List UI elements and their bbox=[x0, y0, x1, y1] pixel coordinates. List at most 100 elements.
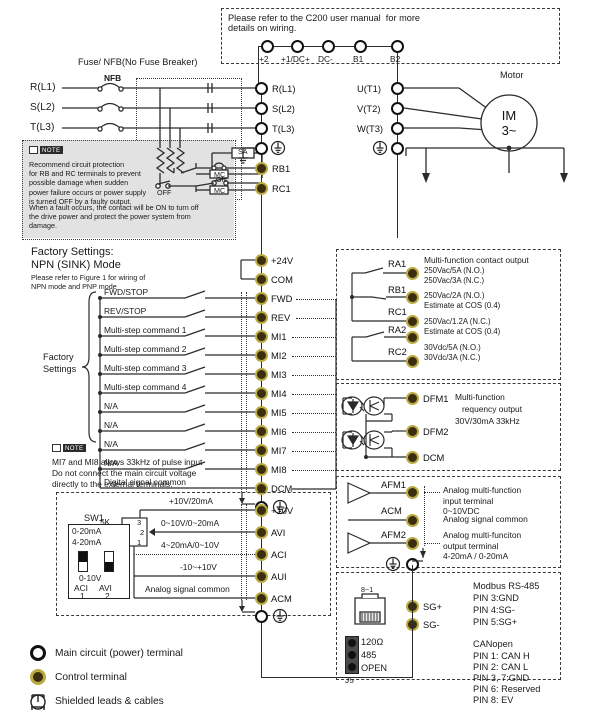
dc-terminal-b1[interactable] bbox=[354, 40, 367, 53]
analog-out-label-afm1: AFM1 bbox=[381, 479, 407, 490]
relay-output-title: Multi-function contact output bbox=[424, 255, 529, 265]
digital-terminal-label-mi3: MI3 bbox=[271, 369, 287, 380]
j5-label: J5 bbox=[345, 675, 354, 685]
dc-terminal-plus1-dcplus[interactable] bbox=[291, 40, 304, 53]
drive-terminal-u[interactable] bbox=[391, 82, 404, 95]
comm-box bbox=[336, 572, 561, 680]
dotted-mi4-to-right bbox=[292, 394, 336, 395]
dc-bus-right-drop bbox=[397, 46, 399, 88]
sw1-option-0-20ma: 0-20mA bbox=[72, 526, 102, 536]
dfm-terminal-dfm1[interactable] bbox=[406, 392, 419, 405]
fuse-nfb-label: Fuse/ NFB(No Fuse Breaker) bbox=[78, 57, 198, 67]
analog-in-terminal-acm[interactable] bbox=[255, 592, 268, 605]
j5-option-120ohm: 120Ω bbox=[361, 637, 384, 647]
dc-terminal-plus2[interactable] bbox=[261, 40, 274, 53]
relay-terminal-rb1[interactable] bbox=[406, 291, 419, 304]
note-mi-badge-label: NOTE bbox=[62, 443, 86, 453]
digital-terminal-mi8[interactable] bbox=[255, 463, 268, 476]
analog-out-shield-dotted-1 bbox=[424, 486, 425, 546]
dc-terminal-label-dcminus: DC- bbox=[318, 54, 333, 64]
drive-terminal-rc1[interactable] bbox=[255, 182, 268, 195]
analog-in-terminal-aui[interactable] bbox=[255, 570, 268, 583]
relay-terminal-ra2[interactable] bbox=[406, 331, 419, 344]
analog-out-label-acm: ACM bbox=[381, 505, 402, 516]
relay-terminal-rc2[interactable] bbox=[406, 355, 419, 368]
analog-in-terminal-avi[interactable] bbox=[255, 526, 268, 539]
digital-shield-dotted-line-2 bbox=[246, 292, 247, 492]
analog-out-terminal-afm1[interactable] bbox=[406, 486, 419, 499]
dc-terminal-b2[interactable] bbox=[391, 40, 404, 53]
relay-terminal-rc1[interactable] bbox=[406, 315, 419, 328]
digital-terminal-com[interactable] bbox=[255, 273, 268, 286]
note-power-badge-wrap: NOTE bbox=[29, 145, 63, 155]
analog-out-terminal-afm2[interactable] bbox=[406, 537, 419, 550]
digital-terminal-label-mi8: MI8 bbox=[271, 464, 287, 475]
modbus-pin-4: PIN 4:SG- bbox=[473, 605, 515, 615]
digital-terminal-mi3[interactable] bbox=[255, 368, 268, 381]
dfm-terminal-dcm[interactable] bbox=[406, 451, 419, 464]
dc-bus-left-drop bbox=[258, 46, 260, 86]
digital-terminal-label-fwd: FWD bbox=[271, 293, 293, 304]
earth-ground-input-wire bbox=[238, 147, 256, 164]
digital-terminal-mi6[interactable] bbox=[255, 425, 268, 438]
digital-terminal-mi7[interactable] bbox=[255, 444, 268, 457]
drive-terminal-s[interactable] bbox=[255, 102, 268, 115]
digital-terminal-mi4[interactable] bbox=[255, 387, 268, 400]
digital-terminal-rev[interactable] bbox=[255, 311, 268, 324]
dfm-terminal-label-dcm: DCM bbox=[423, 452, 445, 463]
digital-terminal-mi2[interactable] bbox=[255, 349, 268, 362]
dc-terminal-label-b1: B1 bbox=[353, 54, 364, 64]
analog-in-label-avi: AVI bbox=[271, 527, 286, 538]
function-label-rev-stop: REV/STOP bbox=[104, 306, 147, 316]
sw1-channel-number-2: 2 bbox=[105, 591, 110, 601]
analog-in-label-aui: AUI bbox=[271, 571, 287, 582]
function-label-dcm-common: Digital signal common bbox=[104, 477, 186, 487]
legend-shield-terminal-symbol bbox=[30, 694, 46, 710]
digital-terminal-24v[interactable] bbox=[255, 254, 268, 267]
sw1-option-0-10v: 0-10V bbox=[79, 573, 102, 583]
analog-in-shield-dotted-1 bbox=[241, 504, 242, 600]
dfm-terminal-dfm2[interactable] bbox=[406, 425, 419, 438]
function-label-ms2: Multi-step command 2 bbox=[104, 344, 187, 354]
dfm-output-description: Multi-function requency output 30V/30mA … bbox=[455, 392, 523, 426]
note-badge-label: NOTE bbox=[39, 145, 63, 155]
digital-terminal-dcm[interactable] bbox=[255, 482, 268, 495]
analog-in-terminal-aci[interactable] bbox=[255, 548, 268, 561]
function-label-ms1: Multi-step command 1 bbox=[104, 325, 187, 335]
shield-arrow-digital bbox=[239, 492, 255, 505]
digital-terminal-mi5[interactable] bbox=[255, 406, 268, 419]
analog-in-terminal-10v[interactable] bbox=[255, 504, 268, 517]
drive-terminal-v[interactable] bbox=[391, 102, 404, 115]
comm-terminal-label-sgminus: SG- bbox=[423, 619, 440, 630]
analog-in-label-10v: +10V bbox=[271, 505, 294, 516]
analog-out-dot-afm2 bbox=[424, 543, 440, 544]
analog-signal-label-10v: +10V/20mA bbox=[169, 496, 213, 506]
drive-terminal-ground-output[interactable] bbox=[391, 142, 404, 155]
drive-terminal-r[interactable] bbox=[255, 82, 268, 95]
canopen-pin-37: PIN 3, 7:GND bbox=[473, 673, 530, 683]
drive-terminal-rb1[interactable] bbox=[255, 162, 268, 175]
j5-option-open: OPEN bbox=[361, 663, 388, 673]
comm-rail-vertical bbox=[412, 565, 414, 678]
dc-terminal-dcminus[interactable] bbox=[322, 40, 335, 53]
analog-out-dot-afm1 bbox=[424, 492, 440, 493]
drive-terminal-label-t: T(L3) bbox=[272, 123, 295, 134]
function-label-na1: N/A bbox=[104, 401, 118, 411]
ground-symbol-digital bbox=[272, 499, 288, 515]
sw1-dip-avi[interactable] bbox=[104, 551, 114, 572]
analog-in-dotted-aci bbox=[134, 554, 255, 555]
relay-terminal-ra1[interactable] bbox=[406, 267, 419, 280]
digital-terminal-mi1[interactable] bbox=[255, 330, 268, 343]
relay-terminal-label-rc2: RC2 bbox=[388, 346, 407, 357]
digital-terminal-fwd[interactable] bbox=[255, 292, 268, 305]
shield-terminal-analog[interactable] bbox=[255, 610, 268, 623]
function-label-na4: N/A bbox=[104, 458, 118, 468]
dotted-fwd-to-right bbox=[296, 299, 336, 300]
analog-out-terminal-acm[interactable] bbox=[406, 514, 419, 527]
mains-label-r: R(L1) bbox=[30, 82, 56, 93]
drive-terminal-t[interactable] bbox=[255, 122, 268, 135]
sw1-dip-aci[interactable] bbox=[78, 551, 88, 572]
analog-signal-label-aci: 4~20mA/0~10V bbox=[161, 540, 220, 550]
drive-terminal-w[interactable] bbox=[391, 122, 404, 135]
